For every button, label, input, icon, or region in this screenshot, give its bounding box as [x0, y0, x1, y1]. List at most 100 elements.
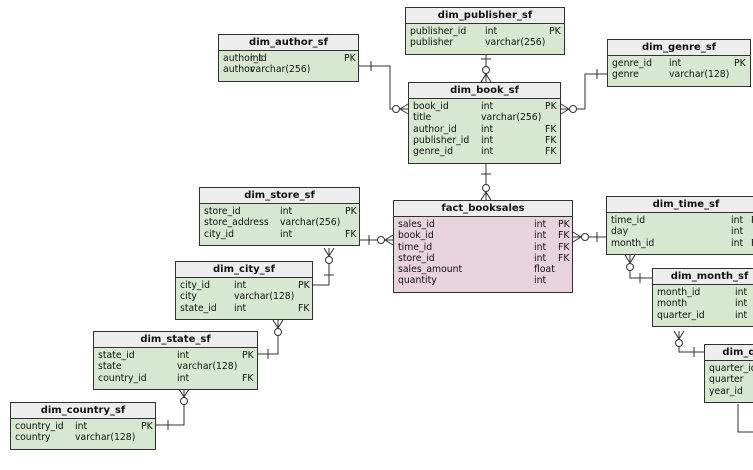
column-row: quarter_id	[705, 363, 753, 374]
column-type: int	[731, 215, 744, 226]
column-type: int	[481, 101, 494, 112]
column-name: country_id	[15, 421, 64, 432]
column-key: PK	[344, 53, 356, 64]
column-name: genre	[612, 69, 639, 81]
column-type: varchar(256)	[485, 37, 546, 49]
table-dim-time-sf[interactable]: dim_time_sftime_idintPKdayintmonth_idint…	[606, 196, 753, 255]
rel-country-state	[156, 388, 190, 430]
column-key: PK	[345, 206, 357, 217]
column-key: PK	[545, 101, 557, 112]
column-row: book_id int PK	[409, 101, 560, 112]
table-title: fact_booksales	[394, 201, 572, 217]
column-name: author_id	[413, 123, 457, 135]
rel-quarter-year-partial	[737, 404, 753, 433]
column-type: int	[735, 309, 748, 321]
column-type: int	[177, 350, 190, 361]
column-type: int	[731, 237, 744, 249]
column-type: int	[669, 58, 682, 69]
table-title: dim_time_sf	[607, 197, 753, 213]
column-type: int	[481, 123, 494, 135]
column-name: state_id	[180, 302, 217, 314]
column-type: int	[534, 241, 547, 253]
column-name: quantity	[398, 275, 437, 287]
column-key: FK	[545, 134, 557, 146]
table-title: dim_month_sf	[653, 269, 753, 285]
column-name: state_id	[98, 350, 135, 361]
rel-book-fact	[480, 163, 492, 201]
column-name: genre_id	[413, 146, 453, 158]
rel-genre-book	[560, 69, 607, 115]
table-title: dim_country_sf	[11, 403, 155, 419]
table-dim-month-sf[interactable]: dim_month_sfmonth_idintPKmonthintquarter…	[652, 268, 753, 327]
column-type: int	[534, 230, 547, 242]
column-type: int	[735, 287, 748, 298]
column-name: month_id	[611, 237, 655, 249]
column-type: int	[280, 206, 293, 217]
column-name: city_id	[180, 280, 210, 291]
rel-state-city	[258, 319, 284, 359]
column-name: quarter	[709, 374, 744, 386]
column-row: state_id int PK	[94, 350, 257, 361]
column-name: store_id	[204, 206, 241, 217]
column-key: FK	[751, 238, 753, 249]
column-row: quarter	[705, 374, 753, 385]
column-name: month	[657, 298, 688, 310]
column-key: FK	[298, 302, 310, 314]
column-name: quarter_id	[657, 309, 705, 321]
column-name: author	[223, 64, 254, 76]
rel-quarter-month	[673, 330, 704, 357]
column-type: int	[280, 228, 293, 240]
table-title: dim_q	[705, 345, 753, 361]
rel-store-fact	[360, 234, 394, 246]
column-type: varchar(256)	[280, 217, 341, 229]
rel-time-fact	[572, 231, 606, 243]
column-name: title	[413, 112, 432, 124]
column-type: int	[234, 280, 247, 291]
column-name: publisher	[410, 37, 454, 49]
table-title: dim_city_sf	[176, 262, 312, 278]
column-name: book_id	[413, 101, 449, 112]
table-title: dim_author_sf	[219, 35, 358, 51]
column-key: FK	[242, 372, 254, 384]
column-key: PK	[549, 26, 561, 37]
column-type: int	[485, 26, 498, 37]
table-title: dim_publisher_sf	[406, 8, 564, 24]
column-key: PK	[242, 350, 254, 361]
column-name: store_address	[204, 217, 269, 229]
column-type: varchar(128)	[234, 291, 295, 303]
column-type: varchar(256)	[250, 64, 311, 76]
column-name: day	[611, 226, 629, 238]
